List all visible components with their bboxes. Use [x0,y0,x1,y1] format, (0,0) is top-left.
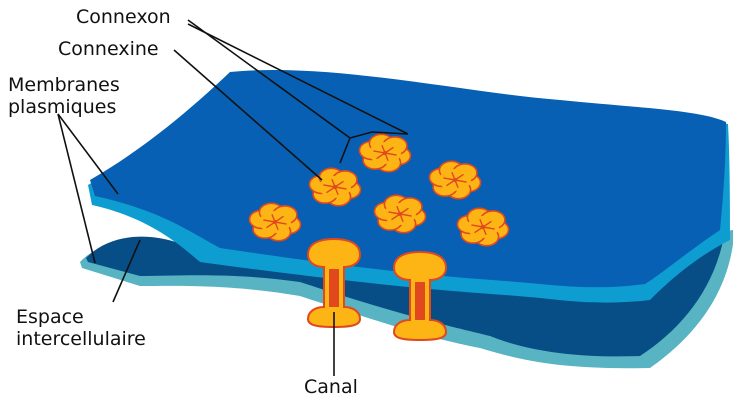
label-membranes-line1: Membranes [8,74,120,96]
label-canal: Canal [304,376,358,398]
connexon-flower [358,133,412,173]
channel-left [306,237,362,329]
connexon-flower [428,160,482,200]
connexon-flowers [248,133,510,247]
label-espace-line1: Espace [16,306,84,328]
connexon-flower [248,202,302,242]
label-espace-intercellulaire: Espace intercellulaire [16,306,146,350]
label-membranes-line2: plasmiques [8,96,117,118]
leader-lines [57,19,409,376]
label-membranes-plasmiques: Membranes plasmiques [8,74,120,118]
channel-right [392,250,448,342]
label-connexon: Connexon [76,6,171,28]
label-espace-line2: intercellulaire [16,328,146,350]
label-connexine: Connexine [58,38,159,60]
connexon-flower [373,194,427,234]
connexon-flower [456,207,510,247]
upper-membrane-top [90,69,726,288]
